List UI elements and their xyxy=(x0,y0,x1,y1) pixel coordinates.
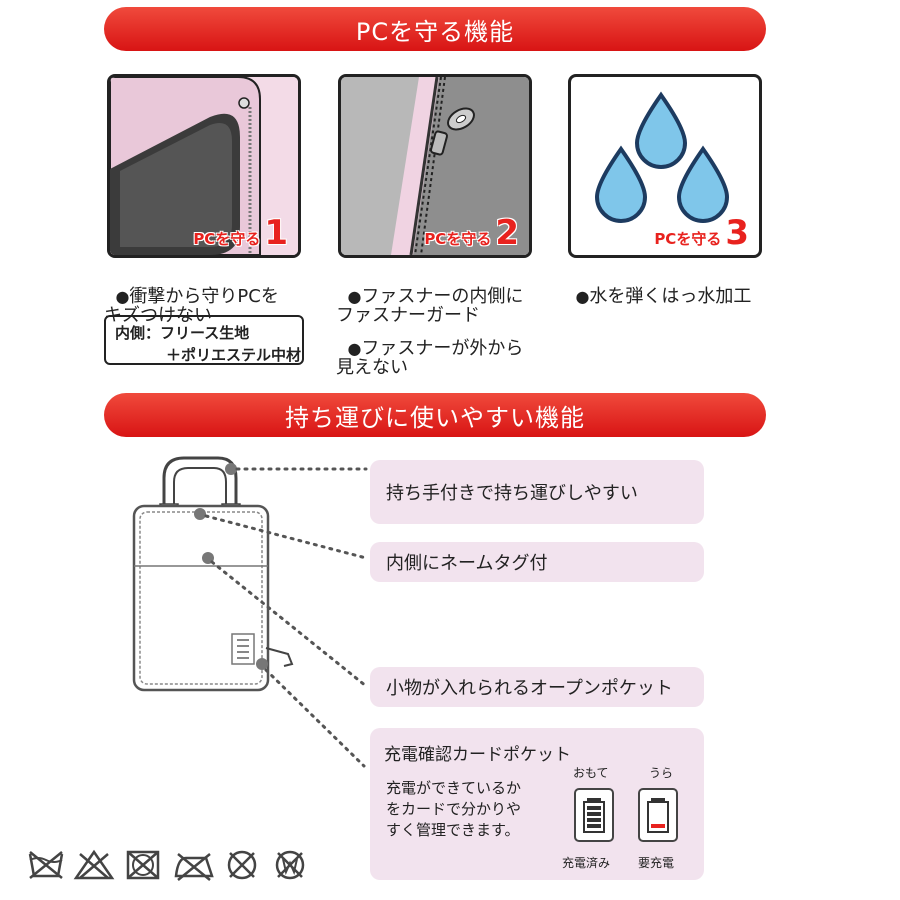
card-back-label: うら xyxy=(649,766,674,780)
spec-line-2: ＋ポリエステル中材 xyxy=(166,346,302,364)
section1-title: PCを守る機能 xyxy=(355,17,515,46)
card-front xyxy=(574,788,614,842)
card-front-caption: 充電済み xyxy=(562,856,611,870)
water-drops-icon xyxy=(594,91,730,223)
protect-label-3: PCを守る 3 xyxy=(654,213,749,253)
care-symbols xyxy=(26,848,326,882)
protect-label-1: PCを守る 1 xyxy=(193,213,288,253)
bullet-dot: ● xyxy=(115,287,130,306)
do-not-wash-icon xyxy=(28,851,64,879)
do-not-bleach-icon xyxy=(73,849,115,880)
callout-handle-text: 持ち手付きで持ち運びしやすい xyxy=(386,483,638,504)
do-not-wet-clean-icon xyxy=(275,850,305,880)
feature-3-text: ●水を弾くはっ水加工 xyxy=(564,268,751,306)
zipper-guard-illustration xyxy=(341,77,529,255)
protect-panel-2: PCを守る 2 xyxy=(338,74,532,258)
feature-3-body: 水を弾くはっ水加工 xyxy=(589,286,752,307)
section2-banner: 持ち運びに使いやすい機能 xyxy=(104,393,766,437)
bullet-dot: ● xyxy=(347,287,362,306)
feature-2b-body: ファスナーが外から 見えない xyxy=(336,338,524,378)
callout-open-pocket-text: 小物が入れられるオープンポケット xyxy=(386,678,673,699)
charge-card-description: 充電ができているか をカードで分かりや すく管理できます。 xyxy=(386,779,522,839)
protect-panel-3: PCを守る 3 xyxy=(568,74,762,258)
callout-handle: 持ち手付きで持ち運びしやすい xyxy=(370,460,704,524)
charge-card-title: 充電確認カードポケット xyxy=(384,745,571,765)
do-not-iron-icon xyxy=(174,853,214,881)
protect-panel-1: PCを守る 1 xyxy=(107,74,301,258)
do-not-tumble-dry-icon xyxy=(126,850,160,880)
feature-2a-text: ●ファスナーの内側に ファスナーガード xyxy=(336,268,523,325)
card-back xyxy=(638,788,678,842)
protect-label-2: PCを守る 2 xyxy=(424,213,519,253)
card-back-caption: 要充電 xyxy=(638,856,675,870)
feature-2a-body: ファスナーの内側に ファスナーガード xyxy=(336,286,524,326)
protect-label-text: PCを守る xyxy=(424,230,492,248)
callout-name-tag-text: 内側にネームタグ付 xyxy=(386,553,548,574)
protect-label-text: PCを守る xyxy=(193,230,261,248)
section2-title: 持ち運びに使いやすい機能 xyxy=(285,403,585,432)
battery-full-icon xyxy=(583,798,605,833)
protect-label-number: 2 xyxy=(495,213,519,253)
protect-label-number: 3 xyxy=(725,213,749,253)
laptop-corner-zipper-illustration xyxy=(110,77,298,255)
feature-2b-text: ●ファスナーが外から 見えない xyxy=(336,320,523,377)
bullet-dot: ● xyxy=(575,287,590,306)
material-spec-box: 内側：フリース生地 ＋ポリエステル中材 xyxy=(104,315,304,365)
bullet-dot: ● xyxy=(347,339,362,358)
protect-label-number: 1 xyxy=(264,213,288,253)
card-front-label: おもて xyxy=(573,766,609,780)
battery-low-icon xyxy=(647,798,669,833)
spec-line-1: 内側：フリース生地 xyxy=(115,324,250,342)
callout-name-tag: 内側にネームタグ付 xyxy=(370,542,704,582)
callout-open-pocket: 小物が入れられるオープンポケット xyxy=(370,667,704,707)
protect-label-text: PCを守る xyxy=(654,230,722,248)
section1-banner: PCを守る機能 xyxy=(104,7,766,51)
callout-charge-card-pocket: 充電確認カードポケット 充電ができているか をカードで分かりや すく管理できます… xyxy=(370,728,704,880)
do-not-dry-clean-icon xyxy=(227,850,257,880)
